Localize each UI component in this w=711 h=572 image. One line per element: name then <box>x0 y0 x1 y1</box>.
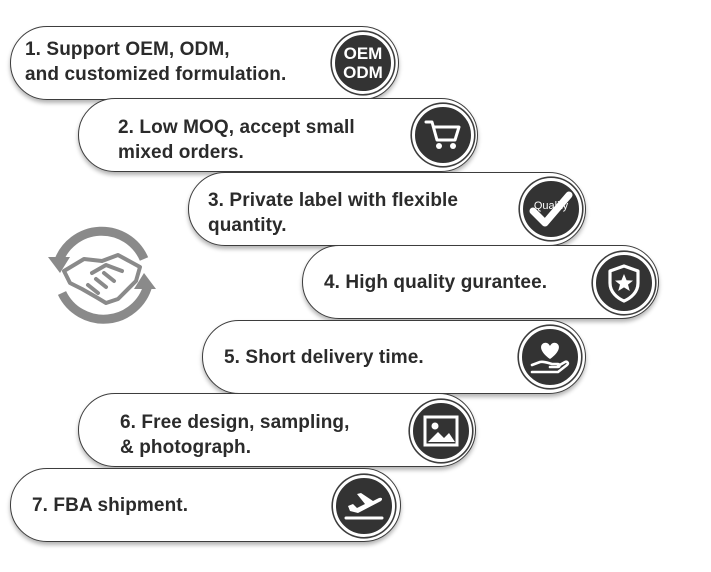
feature-text-quality: 4. High quality gurantee. <box>324 272 548 293</box>
shopping-cart-icon <box>412 104 474 166</box>
feature-pill-design <box>78 393 476 467</box>
feature-text-private-label: 3. Private label with flexible quantity. <box>208 190 459 236</box>
handshake-icon <box>48 226 156 324</box>
feature-pill-fba <box>10 468 401 542</box>
oem-odm-label: OEM ODM <box>343 44 383 82</box>
feature-text-low-moq: 2. Low MOQ, accept small mixed orders. <box>118 117 355 163</box>
feature-text-delivery: 5. Short delivery time. <box>224 347 424 368</box>
feature-text-oem: 1. Support OEM, ODM, and customized form… <box>25 39 287 85</box>
feature-text-design: 6. Free design, sampling, & photograph. <box>120 412 350 458</box>
feature-pill-low-moq <box>78 98 478 172</box>
image-icon <box>410 400 472 462</box>
feature-pill-private-label <box>188 172 586 246</box>
hand-heart-icon <box>519 326 581 388</box>
shield-star-icon <box>593 252 655 314</box>
quality-label: Quality <box>533 200 569 212</box>
oem-odm-badge: OEM ODM <box>332 32 394 94</box>
airplane-icon <box>333 475 395 537</box>
feature-text-fba: 7. FBA shipment. <box>32 495 189 516</box>
quality-check-icon: Quality <box>520 178 582 240</box>
